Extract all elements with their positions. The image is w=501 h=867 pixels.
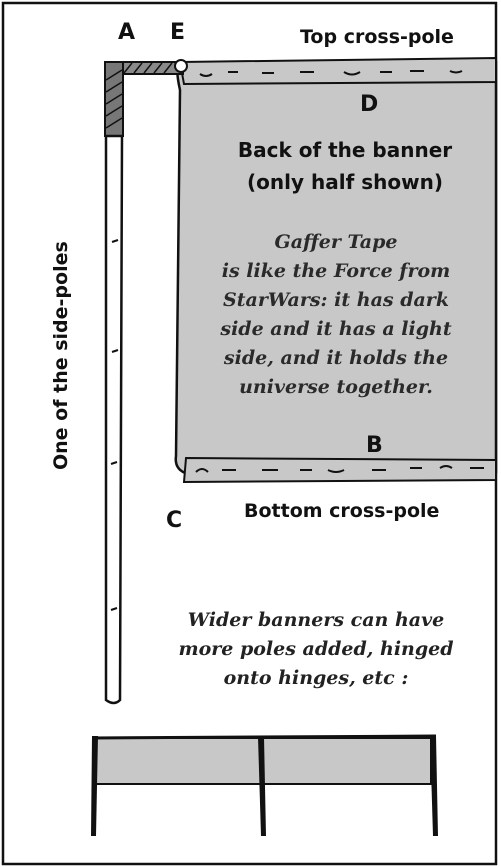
banner-title-line-2: (only half shown) xyxy=(200,170,490,194)
quote-line: universe together. xyxy=(186,373,486,402)
hinge-e xyxy=(175,60,187,72)
label-c: C xyxy=(166,508,182,533)
wide-banner-example xyxy=(91,736,438,836)
label-a: A xyxy=(118,20,135,45)
gaffer-tape-quote: Gaffer Tape is like the Force from StarW… xyxy=(186,228,486,402)
wider-banners-note: Wider banners can have more poles added,… xyxy=(146,606,486,693)
label-top-cross-pole: Top cross-pole xyxy=(300,26,454,48)
quote-line: StarWars: it has dark xyxy=(186,286,486,315)
quote-line: side and it has a light xyxy=(186,315,486,344)
wide-pole-left xyxy=(91,736,98,836)
note-line: onto hinges, etc : xyxy=(146,664,486,693)
quote-line: is like the Force from xyxy=(186,257,486,286)
top-cross-pole xyxy=(180,58,496,84)
quote-line: side, and it holds the xyxy=(186,344,486,373)
label-side-pole: One of the side-poles xyxy=(50,241,72,470)
note-line: more poles added, hinged xyxy=(146,635,486,664)
label-e: E xyxy=(170,20,185,45)
quote-line: Gaffer Tape xyxy=(186,228,486,257)
label-bottom-cross-pole: Bottom cross-pole xyxy=(244,500,439,522)
label-b: B xyxy=(366,433,383,458)
side-pole xyxy=(106,136,122,703)
label-d: D xyxy=(360,92,378,117)
note-line: Wider banners can have xyxy=(146,606,486,635)
wide-pole-right xyxy=(430,736,438,836)
banner-title-line-1: Back of the banner xyxy=(200,138,490,162)
